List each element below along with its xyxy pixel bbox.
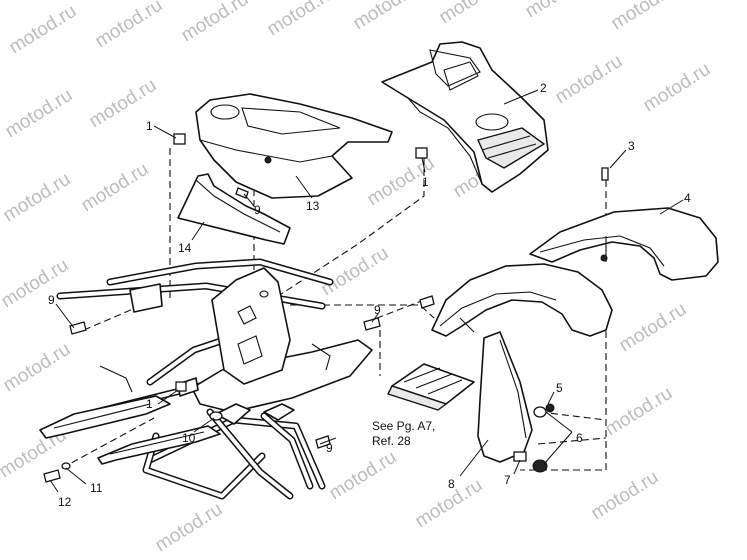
watermark: motod.ru [2, 85, 77, 143]
callout-6: 6 [576, 431, 583, 445]
callouts: 1 2 3 4 5 6 7 8 1 9 13 14 9 9 1 10 9 11 … [48, 81, 691, 509]
watermark: motod.ru [0, 255, 72, 313]
watermark: motod.ru [6, 1, 81, 59]
callout-1: 1 [422, 175, 429, 189]
hardware [43, 133, 609, 483]
bushing [209, 411, 223, 421]
assembly-lines [61, 148, 607, 471]
watermark: motod.ru [264, 0, 339, 40]
see-note-line2: Ref. 28 [372, 434, 411, 448]
callout-8: 8 [448, 477, 455, 491]
watermark: motod.ru [640, 59, 715, 117]
clip-fastener [175, 381, 187, 392]
watermark: motod.ru [350, 0, 425, 34]
mud-flap [477, 331, 533, 463]
front-fender [431, 263, 613, 337]
watermark: motod.ru [0, 169, 74, 227]
frame-assembly [39, 258, 373, 500]
watermark: motod.ru [92, 0, 167, 52]
footrest-insert [387, 363, 475, 411]
callout-11: 11 [90, 481, 103, 495]
leader-lines [49, 89, 684, 493]
callout-9: 9 [326, 441, 333, 455]
watermark: motod.ru [616, 299, 691, 357]
screw [315, 435, 331, 449]
callout-3: 3 [628, 139, 635, 153]
rear-cover [381, 41, 549, 193]
watermark: motod.ru [152, 499, 227, 557]
watermark: motod.ru [602, 383, 677, 441]
watermark: motod.ru [0, 339, 74, 397]
watermark: motod.ru [608, 0, 683, 34]
watermark: motod.ru [552, 51, 627, 109]
bracket [513, 451, 527, 462]
see-note-line1: See Pg. A7, [372, 419, 435, 433]
watermark: motod.ru [436, 0, 511, 28]
callout-13: 13 [306, 199, 320, 213]
callout-14: 14 [178, 241, 192, 255]
clip-fastener [173, 133, 186, 145]
callout-9: 9 [254, 203, 261, 217]
lower-panel [177, 173, 291, 245]
watermark: motod.ru [178, 0, 253, 46]
callout-1: 1 [146, 397, 153, 411]
watermark: motod.ru [318, 243, 393, 301]
front-cover [195, 93, 393, 199]
watermark: motod.ru [588, 467, 663, 525]
watermark: motod.ru [522, 0, 597, 22]
watermark-layer: motod.ru motod.ru motod.ru motod.ru moto… [0, 0, 714, 556]
screw [43, 469, 61, 483]
callout-9: 9 [374, 303, 381, 317]
callout-2: 2 [540, 81, 547, 95]
screw [419, 295, 435, 309]
watermark: motod.ru [78, 159, 153, 217]
callout-1: 1 [146, 119, 153, 133]
callout-4: 4 [684, 191, 691, 205]
screw [69, 321, 87, 335]
callout-7: 7 [504, 473, 511, 487]
nut [545, 403, 555, 413]
callout-12: 12 [58, 495, 72, 509]
nut [532, 459, 548, 473]
callout-10: 10 [182, 431, 196, 445]
callout-9: 9 [48, 293, 55, 307]
callout-5: 5 [556, 381, 563, 395]
screw [363, 317, 381, 331]
clip-fastener [415, 147, 428, 159]
washer [61, 462, 71, 470]
screw [601, 167, 609, 181]
watermark: motod.ru [326, 447, 401, 505]
rear-fender [529, 207, 719, 281]
washer [533, 406, 547, 418]
